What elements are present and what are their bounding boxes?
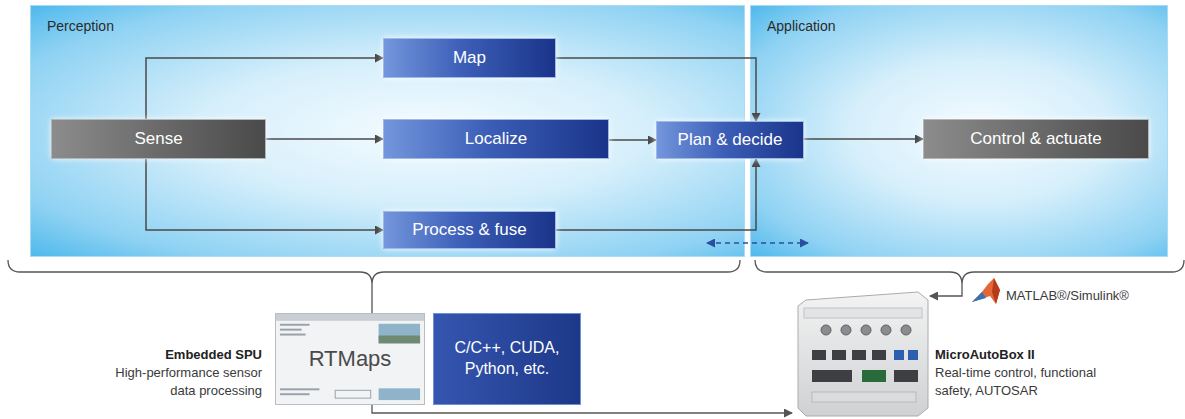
matlab-logo bbox=[972, 278, 1000, 304]
bracket bbox=[755, 260, 1184, 284]
box-label: Plan & decide bbox=[678, 130, 783, 150]
device-illustration bbox=[798, 292, 928, 416]
box-label: RTMaps bbox=[309, 346, 392, 372]
bracket bbox=[8, 260, 740, 284]
process-box: Plan & decide bbox=[656, 121, 804, 159]
device-description: Real-time control, functional safety, AU… bbox=[935, 364, 1123, 400]
box-label: Sense bbox=[134, 129, 182, 149]
leader-arrow bbox=[372, 284, 792, 413]
box-label: Map bbox=[453, 48, 486, 68]
process-box: Control & actuate bbox=[923, 119, 1149, 159]
tool-label: MATLAB®/Simulink® bbox=[1006, 287, 1176, 305]
device-title: Embedded SPU bbox=[90, 346, 262, 364]
process-box: Sense bbox=[51, 119, 266, 159]
leader-arrow bbox=[930, 284, 962, 296]
process-box: Map bbox=[383, 38, 556, 78]
box-label: Localize bbox=[465, 129, 527, 149]
process-box: Localize bbox=[383, 119, 609, 159]
box-label: C/C++, CUDA, Python, etc. bbox=[434, 338, 580, 380]
region-heading: Application bbox=[767, 18, 836, 34]
software-screenshot: RTMaps bbox=[275, 313, 425, 405]
region-panel: PerceptionSense MapLocalizeProcess & fuse… bbox=[30, 5, 745, 257]
process-box: Process & fuse bbox=[383, 211, 556, 249]
device-description: High-performance sensor data processing bbox=[90, 364, 262, 400]
box-label: Control & actuate bbox=[970, 129, 1101, 149]
region-panel: ApplicationControl & actuate bbox=[750, 5, 1168, 257]
region-heading: Perception bbox=[47, 18, 114, 34]
device-title: MicroAutoBox II bbox=[935, 346, 1135, 364]
language-box: C/C++, CUDA, Python, etc. bbox=[433, 313, 581, 405]
box-label: Process & fuse bbox=[412, 220, 526, 240]
